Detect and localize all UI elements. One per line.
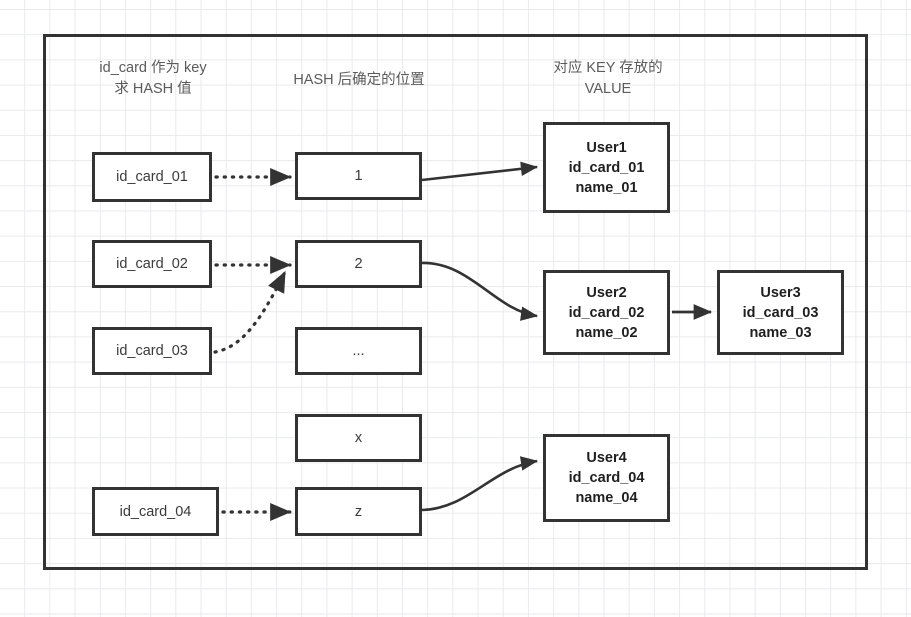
key-node-id-card-02[interactable]: id_card_02 <box>92 240 212 288</box>
column-header-value: 对应 KEY 存放的 VALUE <box>553 60 663 97</box>
slot-node-x[interactable]: x <box>295 414 422 462</box>
value-node-user2[interactable]: User2 id_card_02 name_02 <box>543 270 670 355</box>
value-node-user3[interactable]: User3 id_card_03 name_03 <box>717 270 844 355</box>
slot-node-1[interactable]: 1 <box>295 152 422 200</box>
slot-node-2[interactable]: 2 <box>295 240 422 288</box>
column-header-key: id_card 作为 key 求 HASH 值 <box>99 60 207 97</box>
diagram-outer-frame <box>43 34 868 570</box>
key-node-id-card-03[interactable]: id_card_03 <box>92 327 212 375</box>
key-node-id-card-04[interactable]: id_card_04 <box>92 487 219 536</box>
key-node-id-card-01[interactable]: id_card_01 <box>92 152 212 202</box>
value-node-user4[interactable]: User4 id_card_04 name_04 <box>543 434 670 522</box>
slot-node-z[interactable]: z <box>295 487 422 536</box>
column-header-slot: HASH 后确定的位置 <box>293 72 425 88</box>
slot-node-ellipsis[interactable]: ... <box>295 327 422 375</box>
value-node-user1[interactable]: User1 id_card_01 name_01 <box>543 122 670 213</box>
